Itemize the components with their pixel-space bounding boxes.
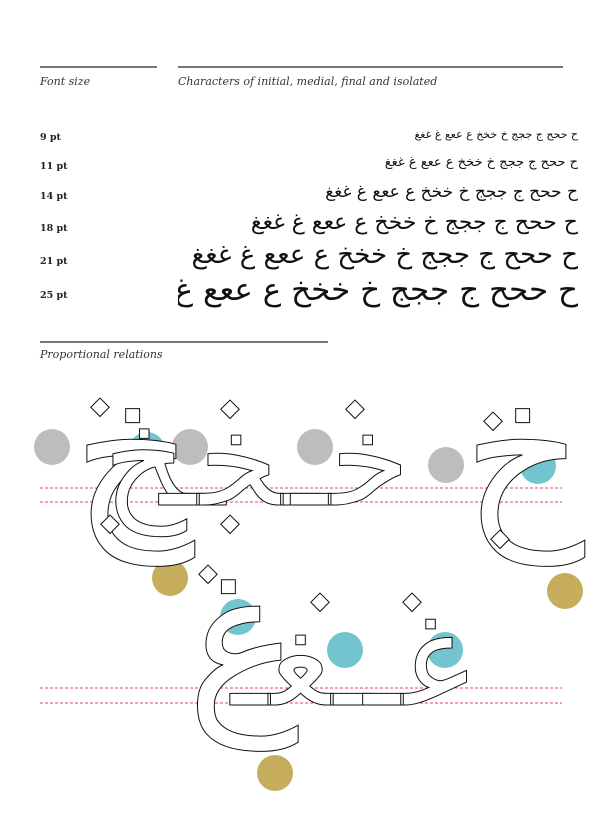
sample-text: ح ححح ج ججج خ خخخ ع ععع غ غغغ bbox=[178, 182, 578, 202]
sample-line: ح ححح ج ججج خ خخخ ع ععع غ غغغ bbox=[414, 128, 578, 141]
size-label: 21 pt bbox=[40, 256, 68, 267]
diamond-marker bbox=[90, 397, 110, 418]
marker-circle-gray bbox=[34, 429, 70, 465]
glyph-khah-isolated-2: خ bbox=[462, 344, 585, 566]
size-label: 9 pt bbox=[40, 132, 61, 143]
diamond-marker bbox=[310, 592, 330, 613]
diamond-marker bbox=[345, 399, 365, 420]
diamond-marker bbox=[220, 399, 240, 420]
marker-circle-teal bbox=[427, 632, 463, 668]
glyph-ghain-medial: ـغـ bbox=[229, 584, 372, 736]
diamond-marker bbox=[402, 592, 422, 613]
diamond-marker bbox=[220, 514, 240, 535]
sample-line: ح ححح ج ججج خ خخخ ع ععع غ غغغ bbox=[191, 240, 578, 270]
size-label: 25 pt bbox=[40, 290, 68, 301]
marker-circle-gray bbox=[172, 429, 208, 465]
marker-circle-gold bbox=[547, 573, 583, 609]
section-title: Proportional relations bbox=[40, 348, 163, 361]
sample-text: ح ححح ج ججج خ خخخ ع ععع غ غغغ bbox=[178, 240, 578, 270]
glyph-khah-final: ـخ bbox=[103, 384, 227, 537]
size-label: 14 pt bbox=[40, 191, 68, 202]
marker-circle-gold bbox=[152, 560, 188, 596]
divider bbox=[40, 341, 328, 343]
glyph-ghain-initial: غـ bbox=[362, 584, 470, 736]
sample-line: ح ححح ج ججج خ خخخ ع ععع غ غغغ bbox=[325, 182, 578, 202]
marker-circle-teal bbox=[327, 632, 363, 668]
size-label: 18 pt bbox=[40, 223, 68, 234]
size-label: 11 pt bbox=[40, 161, 68, 172]
column-header-font-size: Font size bbox=[40, 75, 91, 88]
diamond-marker bbox=[198, 564, 218, 585]
sample-line: ح ححح ج ججج خ خخخ ع ععع غ غغغ bbox=[250, 210, 578, 235]
diamond-marker bbox=[100, 514, 120, 535]
sample-text: ح ححح ج ججج خ خخخ ع ععع غ غغغ bbox=[178, 155, 578, 170]
diamond-marker bbox=[490, 529, 510, 550]
glyph-ghain-isolated: غ bbox=[187, 529, 300, 751]
sample-text: ح ححح ج ججج خ خخخ ع ععع غ غغغ bbox=[178, 128, 578, 141]
sample-text: ح ححح ج ججج خ خخخ ع ععع غ غغغ bbox=[178, 272, 578, 308]
divider bbox=[40, 66, 157, 68]
marker-circle-teal bbox=[520, 448, 556, 484]
marker-circle-gold bbox=[257, 755, 293, 791]
divider bbox=[178, 66, 563, 68]
marker-circle-gray bbox=[297, 429, 333, 465]
marker-circle-teal bbox=[220, 599, 256, 635]
glyph-khah-medial: ـخـ bbox=[158, 384, 322, 536]
glyph-khah-isolated: خ bbox=[72, 344, 195, 566]
marker-circle-gray bbox=[428, 447, 464, 483]
diamond-marker bbox=[483, 411, 503, 432]
column-header-characters: Characters of initial, medial, final and… bbox=[178, 75, 438, 88]
marker-circle-teal bbox=[129, 432, 165, 468]
sample-line: ح ححح ج ججج خ خخخ ع ععع غ غغغ bbox=[384, 155, 578, 170]
sample-line: ح ححح ج ججج خ خخخ ع ععع غ غغغ bbox=[178, 272, 578, 308]
sample-text: ح ححح ج ججج خ خخخ ع ععع غ غغغ bbox=[178, 210, 578, 235]
